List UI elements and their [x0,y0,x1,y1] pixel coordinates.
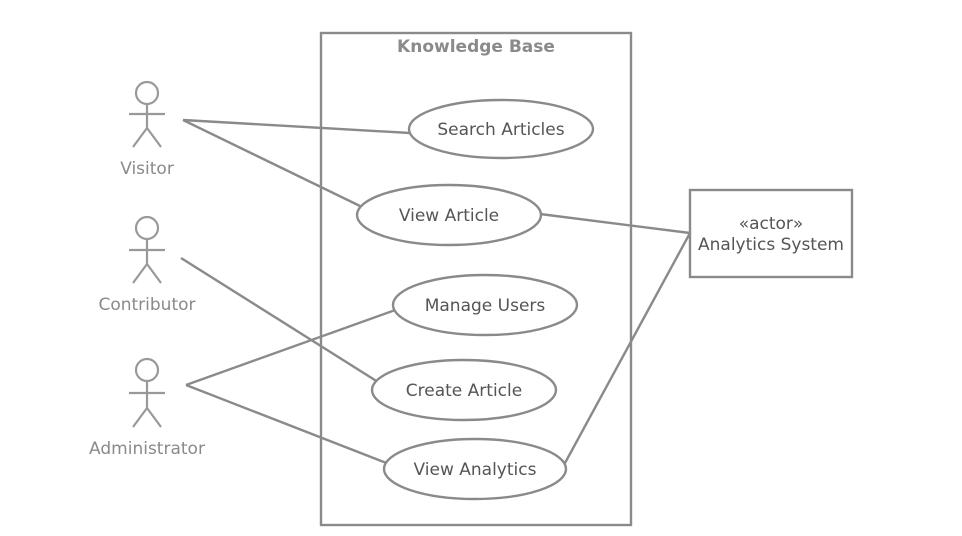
use-case-view-article[interactable]: View Article [355,183,543,247]
use-case-label: Search Articles [437,120,564,140]
use-case-label: Manage Users [425,296,546,316]
actor-label: Visitor [120,159,174,179]
actor-administrator[interactable]: Administrator [89,357,205,459]
use-case-ellipse [391,273,579,337]
actor-label: Contributor [98,295,195,315]
use-case-label: View Article [399,206,499,226]
external-actor-name: Analytics System [698,235,844,255]
association-analytics-system-view-analytics [563,232,692,464]
use-case-label: View Analytics [414,460,537,480]
use-case-search-articles[interactable]: Search Articles [407,98,595,160]
system-boundary: Knowledge Base [319,31,633,527]
system-boundary-box [319,31,633,527]
external-actor-stereotype: «actor» [739,214,804,234]
use-case-ellipse [355,183,543,247]
use-case-ellipse [382,437,568,501]
stick-figure-icon [129,357,165,428]
actor-visitor[interactable]: Visitor [120,80,174,179]
use-case-ellipse [370,358,558,422]
association-administrator-view-analytics [185,383,390,466]
stick-figure-icon [129,80,165,148]
association-administrator-manage-users [185,307,399,387]
association-contributor-create-article [180,256,379,384]
association-analytics-system-view-article [539,212,691,235]
stick-figure-icon [129,215,165,284]
use-case-manage-users[interactable]: Manage Users [391,273,579,337]
association-visitor-view-article [182,118,361,208]
use-case-ellipse [407,98,595,160]
actor-label: Administrator [89,439,205,459]
external-actor-analytics-system[interactable]: «actor» Analytics System [688,188,854,279]
association-visitor-search-articles [182,118,411,135]
system-title: Knowledge Base [397,37,555,57]
associations [180,118,692,466]
actor-contributor[interactable]: Contributor [98,215,196,315]
use-case-view-analytics[interactable]: View Analytics [382,437,568,501]
use-case-create-article[interactable]: Create Article [370,358,558,422]
use-case-label: Create Article [406,381,522,401]
external-actor-box [688,188,854,279]
